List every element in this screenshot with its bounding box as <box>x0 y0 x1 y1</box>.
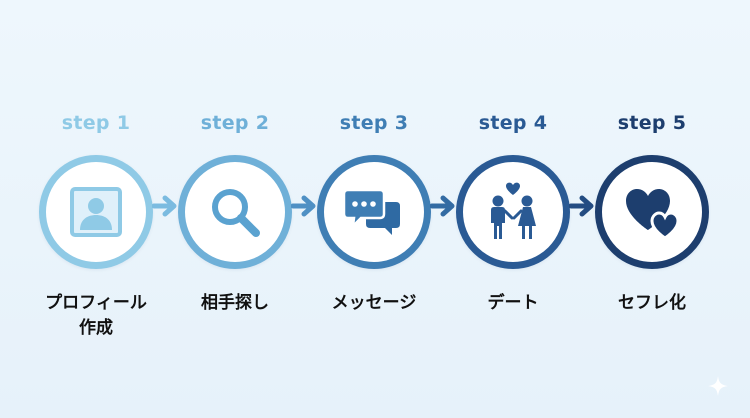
profile-icon <box>70 187 122 237</box>
step-3-circle <box>317 155 431 269</box>
step-2-label: step 2 <box>200 112 270 134</box>
step-2: step 2 相手探し <box>165 0 305 418</box>
step-2-caption-line-1: 相手探し <box>201 293 269 313</box>
step-3-label: step 3 <box>339 112 409 134</box>
step-2-caption: 相手探し <box>155 291 315 316</box>
step-1-label: step 1 <box>61 112 131 134</box>
arrow-4-icon <box>569 195 594 217</box>
chat-bubbles-icon <box>344 188 400 235</box>
step-4-label: step 4 <box>478 112 548 134</box>
step-1-caption-line-2: 作成 <box>79 318 113 338</box>
hearts-icon <box>626 189 680 240</box>
arrow-3-icon <box>430 195 455 217</box>
step-5-label: step 5 <box>617 112 687 134</box>
step-3-caption: メッセージ <box>294 291 454 316</box>
couple-heart-icon <box>491 182 536 239</box>
step-5: step 5 セフレ化 <box>582 0 722 418</box>
step-5-caption: セフレ化 <box>572 291 732 316</box>
step-5-caption-line-1: セフレ化 <box>618 293 686 313</box>
search-icon <box>212 189 260 237</box>
step-1-caption-line-1: プロフィール <box>45 293 147 313</box>
arrow-1-icon <box>152 195 177 217</box>
step-1: step 1 プロフィール 作成 <box>26 0 166 418</box>
step-3: step 3 メッセージ <box>304 0 444 418</box>
step-5-circle <box>595 155 709 269</box>
step-4-circle <box>456 155 570 269</box>
step-1-caption: プロフィール 作成 <box>16 291 176 341</box>
step-3-caption-line-1: メッセージ <box>331 293 417 313</box>
step-4-caption-line-1: デート <box>487 293 539 313</box>
sparkle-icon <box>708 376 728 396</box>
step-1-circle <box>39 155 153 269</box>
step-2-circle <box>178 155 292 269</box>
step-4-caption: デート <box>433 291 593 316</box>
arrow-2-icon <box>291 195 316 217</box>
step-4: step 4 デート <box>443 0 583 418</box>
